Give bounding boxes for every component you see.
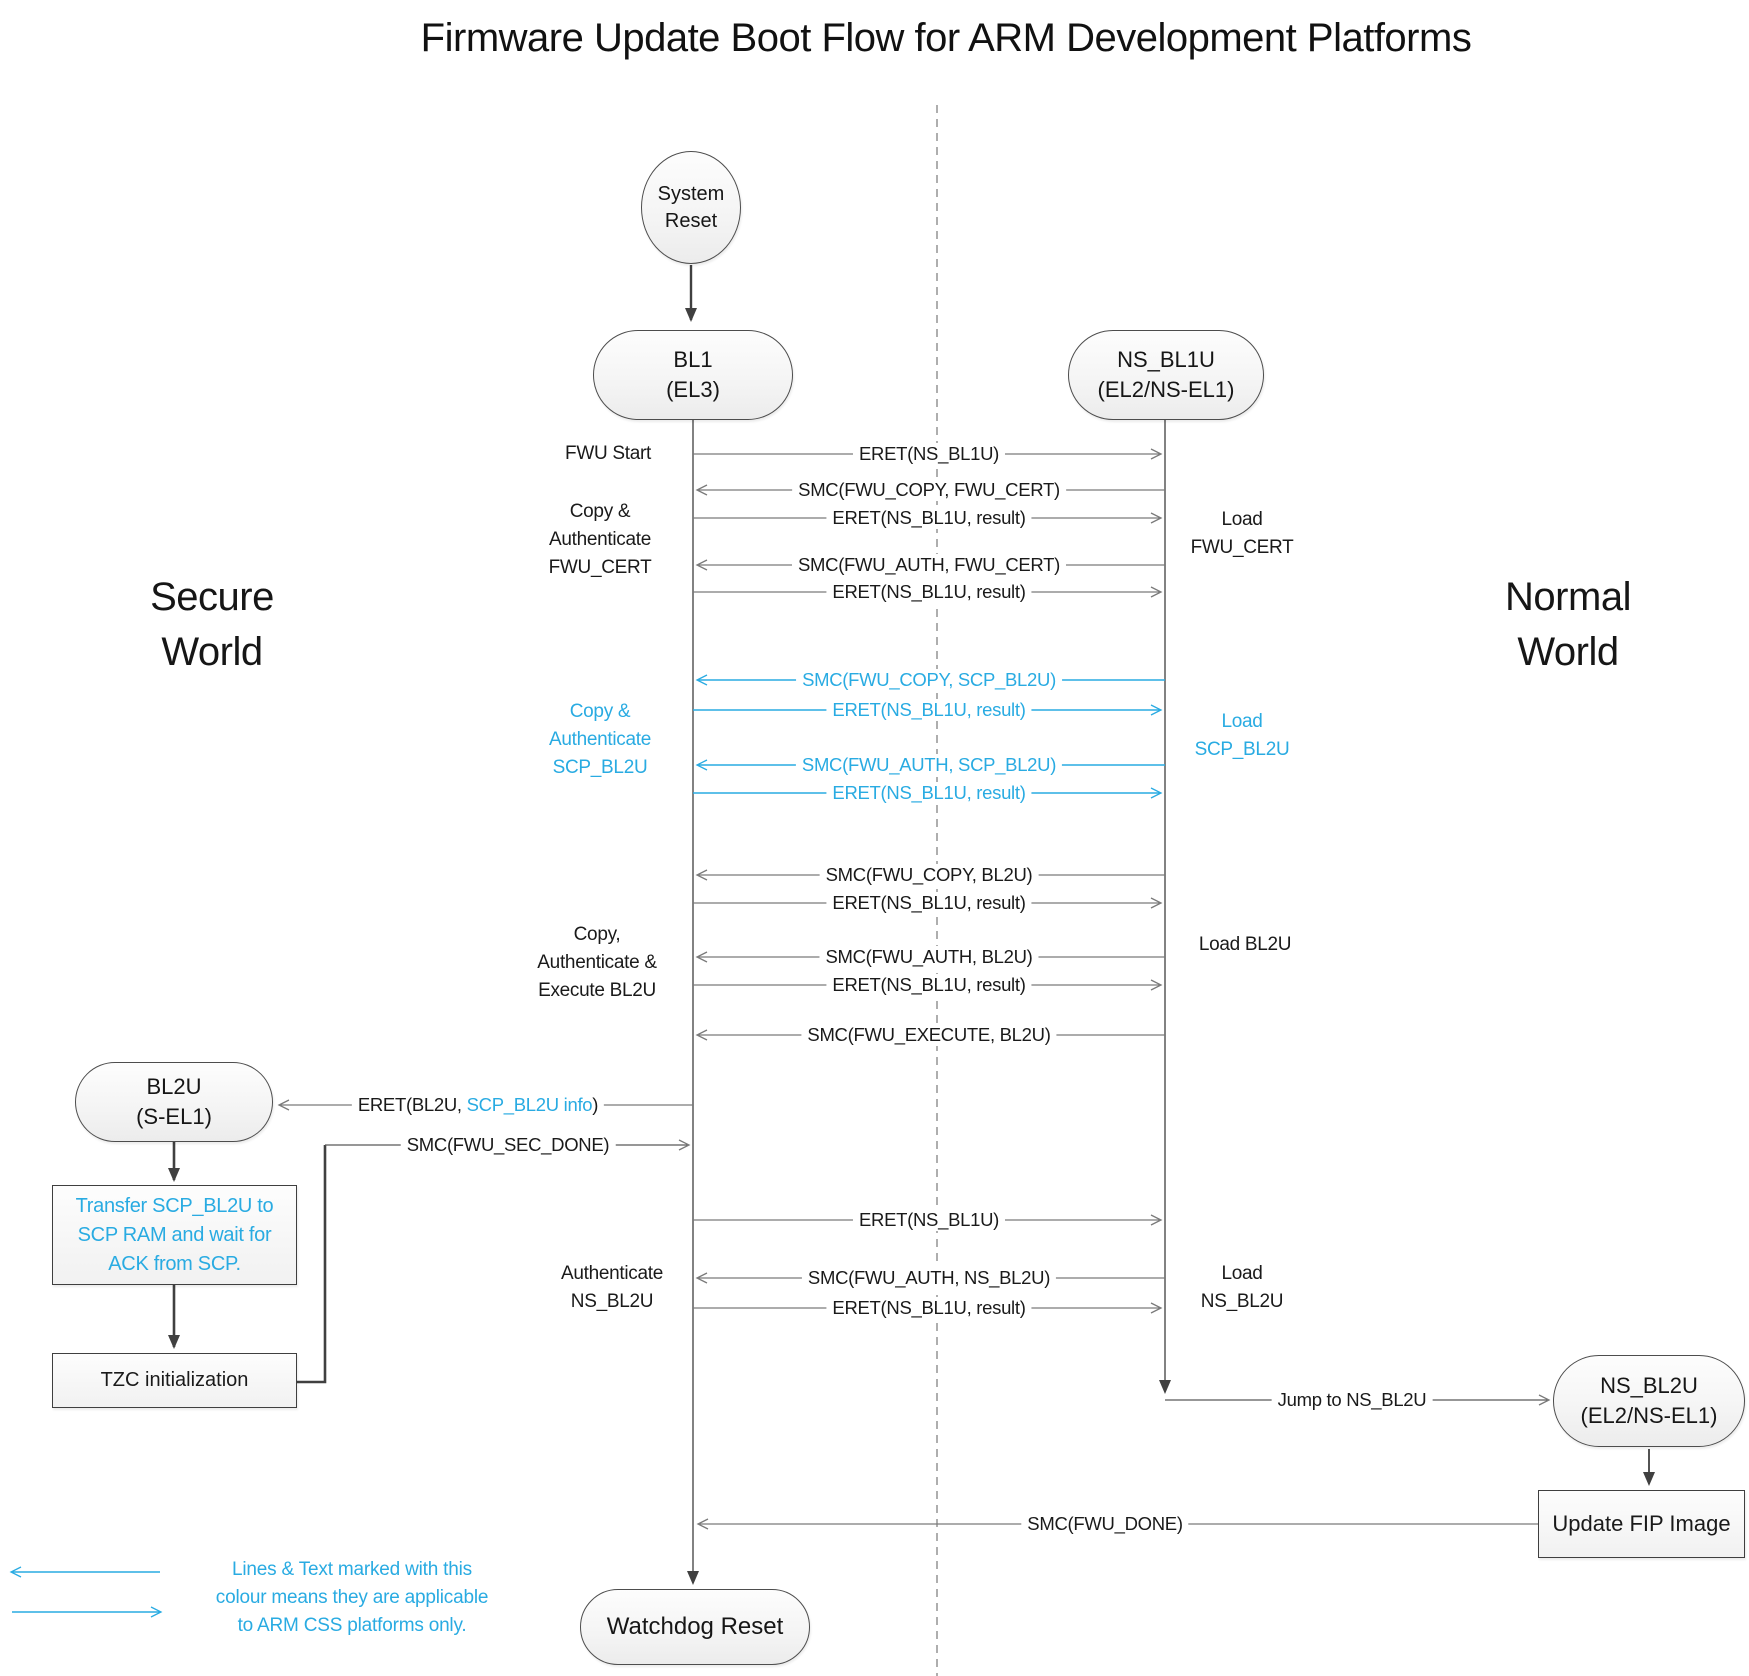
copy-auth-scp-bl2u-label: Copy & Authenticate SCP_BL2U	[548, 698, 651, 782]
copy-auth-exec-bl2u-label: Copy, Authenticate & Execute BL2U	[537, 921, 657, 1005]
copy-auth-fwu-cert-label: Copy & Authenticate FWU_CERT	[548, 498, 652, 582]
normal-world-label: Normal World	[1505, 575, 1631, 674]
message-label: ERET(NS_BL1U, result)	[826, 892, 1032, 914]
message-arrows-blue	[693, 674, 1165, 799]
message-label-arm-css: ERET(NS_BL1U, result)	[826, 782, 1032, 804]
message-label-arm-css: SMC(FWU_AUTH, SCP_BL2U)	[795, 754, 1063, 776]
message-label: SMC(FWU_COPY, FWU_CERT)	[792, 479, 1066, 501]
message-label: ERET(NS_BL1U, result)	[826, 1297, 1032, 1319]
ns-bl2u-node: NS_BL2U (EL2/NS-EL1)	[1553, 1355, 1745, 1447]
message-label: ERET(NS_BL1U, result)	[826, 507, 1032, 529]
legend-blue-arrows	[9, 1566, 163, 1618]
message-label: ERET(NS_BL1U)	[852, 443, 1006, 465]
load-fwu-cert-label: Load FWU_CERT	[1190, 506, 1294, 562]
ns-bl1u-node: NS_BL1U (EL2/NS-EL1)	[1068, 330, 1264, 420]
message-label: ERET(NS_BL1U)	[852, 1209, 1006, 1231]
bl1-node: BL1 (EL3)	[593, 330, 793, 420]
message-label: SMC(FWU_COPY, BL2U)	[819, 864, 1039, 886]
load-ns-bl2u-label: Load NS_BL2U	[1200, 1260, 1283, 1316]
page-title: Firmware Update Boot Flow for ARM Develo…	[420, 16, 1472, 60]
update-fip-image-box: Update FIP Image	[1538, 1490, 1745, 1558]
load-scp-bl2u-label: Load SCP_BL2U	[1194, 708, 1290, 764]
secure-world-label: Secure World	[150, 575, 274, 674]
legend-text: Lines & Text marked with this colour mea…	[215, 1559, 489, 1636]
transfer-scp-bl2u-box: Transfer SCP_BL2U to SCP RAM and wait fo…	[52, 1185, 297, 1285]
system-reset-node: System Reset	[641, 151, 741, 264]
message-label: SMC(FWU_AUTH, NS_BL2U)	[801, 1267, 1057, 1289]
bl2u-node: BL2U (S-EL1)	[75, 1062, 273, 1142]
message-label: ERET(NS_BL1U, result)	[826, 974, 1032, 996]
message-label-arm-css: ERET(NS_BL1U, result)	[826, 699, 1032, 721]
fwu-start-label: FWU Start	[565, 440, 651, 468]
eret-bl2u-label: ERET(BL2U, SCP_BL2U info)	[351, 1094, 605, 1116]
tzc-initialization-box: TZC initialization	[52, 1353, 297, 1408]
smc-fwu-done-label: SMC(FWU_DONE)	[1021, 1513, 1189, 1535]
message-label: SMC(FWU_AUTH, BL2U)	[819, 946, 1039, 968]
watchdog-reset-node: Watchdog Reset	[580, 1589, 810, 1665]
message-label: SMC(FWU_EXECUTE, BL2U)	[801, 1024, 1057, 1046]
message-label-arm-css: SMC(FWU_COPY, SCP_BL2U)	[796, 669, 1062, 691]
message-label: ERET(NS_BL1U, result)	[826, 581, 1032, 603]
smc-fwu-sec-done-label: SMC(FWU_SEC_DONE)	[400, 1134, 616, 1156]
message-label: SMC(FWU_AUTH, FWU_CERT)	[791, 554, 1067, 576]
authenticate-ns-bl2u-label: Authenticate NS_BL2U	[560, 1260, 663, 1316]
load-bl2u-label: Load BL2U	[1198, 931, 1291, 959]
jump-to-ns-bl2u-label: Jump to NS_BL2U	[1271, 1389, 1433, 1411]
